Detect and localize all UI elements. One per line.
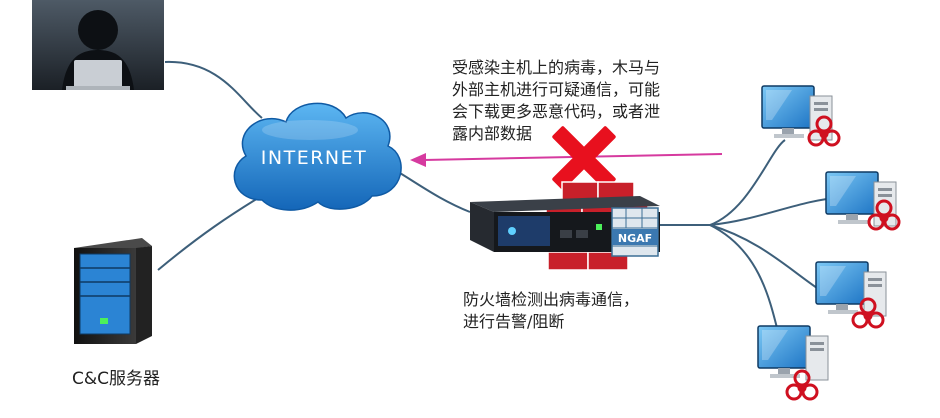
cloud-icon (233, 102, 402, 211)
threat-description: 受感染主机上的病毒，木马与 外部主机进行可疑通信，可能 会下载更多恶意代码，或者… (452, 57, 702, 145)
link-pc4 (709, 224, 781, 341)
connection-lines (157, 60, 839, 341)
biohazard-icon (807, 115, 841, 147)
link-pc3 (709, 224, 821, 291)
link-internet-firewall (394, 169, 471, 213)
infected-pc-icon (761, 85, 841, 147)
ngaf-label: NGAF (618, 232, 652, 245)
infected-pc-icon (825, 171, 901, 231)
link-hacker-internet (164, 60, 263, 119)
threat-line: 受感染主机上的病毒，木马与 (452, 58, 661, 77)
firewall-description: 防火墙检测出病毒通信， 进行告警/阻断 (463, 289, 683, 333)
biohazard-icon (867, 199, 901, 231)
firewall-line: 防火墙检测出病毒通信， (463, 290, 640, 309)
cc-server-label: C&C服务器 (72, 369, 160, 389)
infected-pc-icon (757, 325, 829, 401)
link-server-internet (157, 191, 269, 271)
server-icon (74, 238, 152, 344)
threat-line: 外部主机进行可疑通信，可能 (452, 80, 661, 99)
firewall-line: 进行告警/阻断 (463, 312, 565, 331)
block-x-icon (552, 126, 616, 190)
threat-line: 会下载更多恶意代码，或者泄 (452, 102, 661, 121)
threat-line: 露内部数据 (452, 124, 533, 143)
internet-label: INTERNET (261, 147, 367, 169)
infected-pc-icon (815, 261, 887, 329)
link-pc1 (709, 139, 786, 226)
firewall-icon (470, 181, 660, 271)
link-pc2 (709, 197, 839, 226)
hacker-icon (32, 0, 164, 90)
biohazard-icon (851, 297, 885, 329)
biohazard-icon (785, 369, 819, 401)
